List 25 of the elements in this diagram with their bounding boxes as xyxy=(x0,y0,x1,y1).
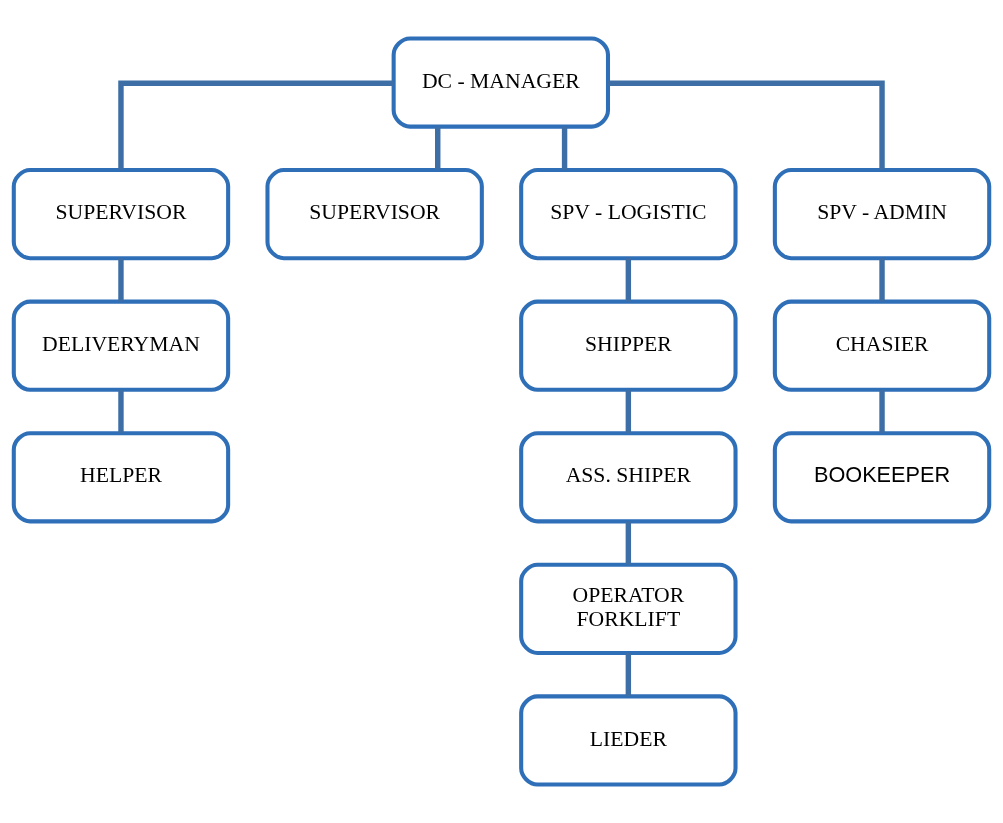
connector xyxy=(879,389,885,433)
node-box: ASS. SHIPER xyxy=(519,431,738,524)
node-box: SPV - ADMIN xyxy=(772,168,992,261)
node-box: CHASIER xyxy=(772,299,992,392)
node-box: OPERATOR FORKLIFT xyxy=(519,562,738,655)
connector xyxy=(625,521,632,565)
connector xyxy=(625,389,632,433)
node-box: SUPERVISOR xyxy=(11,168,231,261)
node-box: SHIPPER xyxy=(519,299,738,392)
node-box: SPV - LOGISTIC xyxy=(519,168,738,261)
connector xyxy=(561,126,568,170)
connector xyxy=(879,258,885,302)
connector xyxy=(625,258,632,302)
connector xyxy=(435,126,441,170)
connector xyxy=(118,80,394,170)
node-box: BOOKEEPER xyxy=(772,431,992,524)
node-box: DC - MANAGER xyxy=(391,36,611,129)
connector xyxy=(608,80,885,170)
node-box: SUPERVISOR xyxy=(265,168,484,261)
connector xyxy=(625,653,632,697)
node-box: HELPER xyxy=(11,431,231,524)
node-box: DELIVERYMAN xyxy=(11,299,231,392)
connector xyxy=(118,258,124,302)
connector xyxy=(118,389,124,433)
node-box: LIEDER xyxy=(519,694,738,787)
